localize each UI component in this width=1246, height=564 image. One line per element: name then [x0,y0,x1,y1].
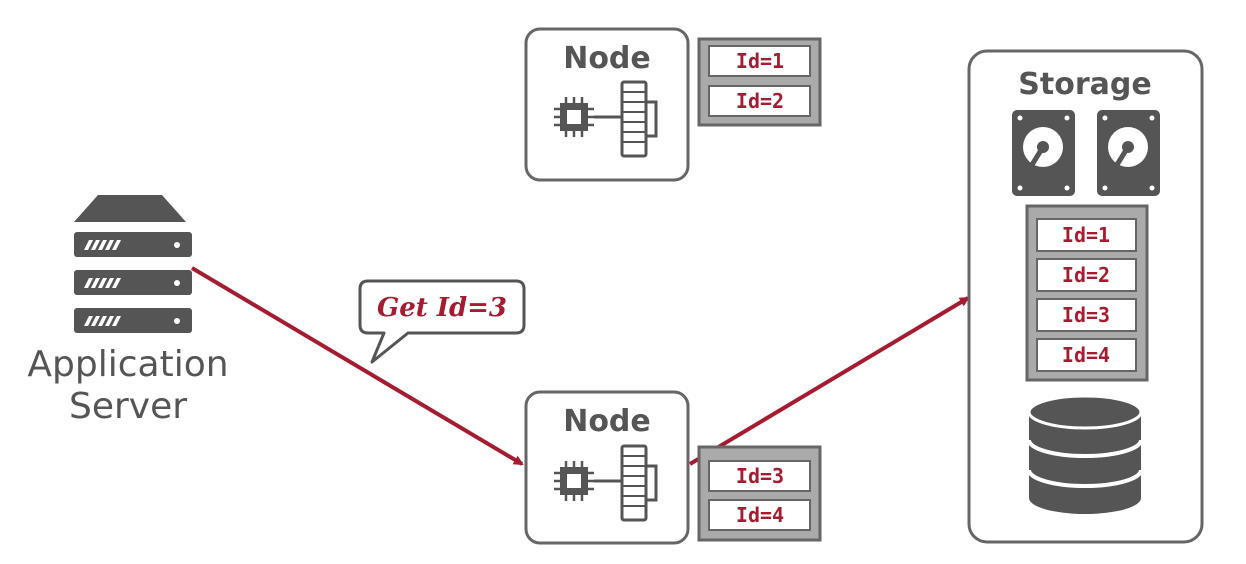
record-id: Id=4 [736,503,784,527]
cpu-icon [554,97,622,137]
node-bottom: Node Id=3 Id=4 [524,390,822,545]
request-arrow-app-to-node [190,266,524,466]
request-arrow-node-to-storage [688,296,970,466]
hard-drive-icon [1012,110,1075,196]
server-rack-icon [74,195,192,333]
memory-icon [620,444,658,522]
speech-bubble-shape [358,279,526,364]
record-stack: Id=1 Id=2 [697,37,822,127]
request-label: Get Id=3 [377,293,507,323]
record-id: Id=1 [1062,223,1110,247]
record-id: Id=2 [736,89,784,113]
record-id: Id=3 [736,464,784,488]
node-top: Node Id=1 Id=2 [524,27,822,182]
record-id: Id=2 [1062,263,1110,287]
record-id: Id=3 [1062,303,1110,327]
application-server: Application Server [27,195,229,427]
hard-drive-icon [1097,110,1160,196]
app-server-label-line1: Application [27,344,228,385]
record-id: Id=4 [1062,343,1110,367]
cpu-icon [554,461,622,501]
app-server-label-line2: Server [69,386,187,427]
node-title: Node [563,404,651,439]
request-bubble: Get Id=3 [358,279,526,364]
node-title: Node [563,41,651,76]
record-stack: Id=3 Id=4 [697,445,822,542]
storage-title: Storage [1018,67,1151,102]
record-stack: Id=1 Id=2 Id=3 Id=4 [1025,204,1149,382]
record-id: Id=1 [736,49,784,73]
memory-icon [620,80,658,158]
storage: Storage Id=1 Id=2 Id=3 Id=4 [967,49,1204,544]
database-icon [1027,394,1143,514]
